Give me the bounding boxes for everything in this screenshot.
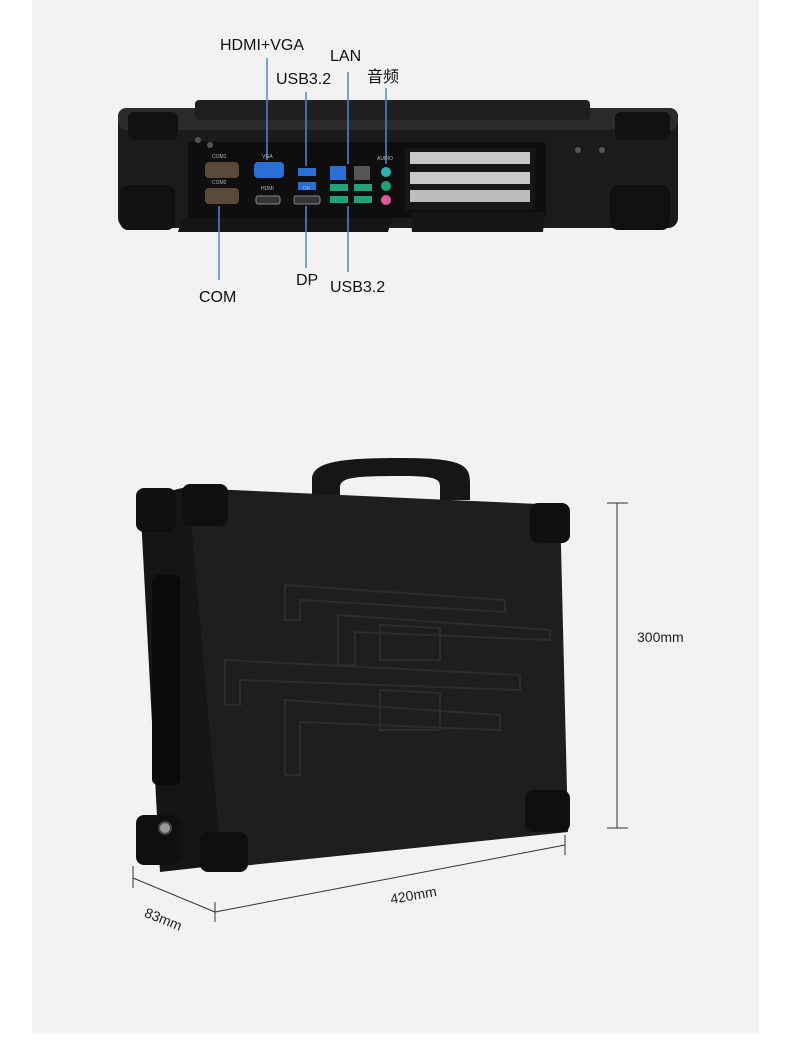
expansion-slot <box>410 190 530 202</box>
dimension-height: 300mm <box>637 629 684 645</box>
silk-com2: COM2 <box>212 180 227 186</box>
case-front <box>188 488 568 868</box>
com2-port <box>205 188 239 204</box>
audio-jack <box>381 181 391 191</box>
label-lan: LAN <box>330 48 362 65</box>
bumper-top-left <box>128 112 178 140</box>
label-usb32-top: USB3.2 <box>276 71 332 88</box>
silk-com1: COM1 <box>212 154 227 160</box>
usb-port <box>298 182 316 190</box>
lan-port <box>354 166 370 180</box>
expansion-slot <box>410 152 530 164</box>
usb-port <box>354 196 372 203</box>
slot-door <box>410 212 545 232</box>
label-audio: 音频 <box>367 69 400 86</box>
case-vent <box>152 575 180 785</box>
lan-port <box>330 166 346 180</box>
audio-jack <box>381 167 391 177</box>
bumper-top-right <box>615 112 670 140</box>
case-corner-bumper <box>525 790 570 832</box>
silk-vga: VGA <box>262 154 273 160</box>
bumper-left <box>120 185 175 230</box>
hdmi-port <box>255 195 281 205</box>
expansion-slot <box>410 172 530 184</box>
io-door <box>178 218 392 232</box>
label-dp: DP <box>296 272 319 289</box>
case-corner-bumper <box>530 503 570 543</box>
usb-port <box>330 184 348 191</box>
silk-audio: AUDIO <box>377 156 393 162</box>
case-corner-bumper <box>182 484 228 526</box>
dim-line-depth <box>132 877 216 913</box>
com1-port <box>205 162 239 178</box>
usb-port <box>354 184 372 191</box>
case-logo <box>224 583 551 776</box>
silk-hdmi: HDMI <box>261 186 274 192</box>
case-corner-bumper <box>136 488 176 532</box>
label-com: COM <box>199 289 237 306</box>
device-hinge <box>195 100 590 120</box>
case-handle <box>312 458 470 500</box>
dp-port <box>293 195 321 205</box>
case-corner-bumper <box>136 815 180 865</box>
power-button-icon <box>158 821 172 835</box>
label-hdmi-vga: HDMI+VGA <box>220 37 305 54</box>
vga-port <box>254 162 284 178</box>
case-corner-bumper <box>200 832 248 872</box>
usb-port <box>330 196 348 203</box>
audio-jack <box>381 195 391 205</box>
label-usb32-bottom: USB3.2 <box>330 279 386 296</box>
dim-line-width <box>214 844 566 913</box>
bumper-right <box>610 185 670 230</box>
usb-port <box>298 168 316 176</box>
silk-dp: DP <box>303 186 310 192</box>
